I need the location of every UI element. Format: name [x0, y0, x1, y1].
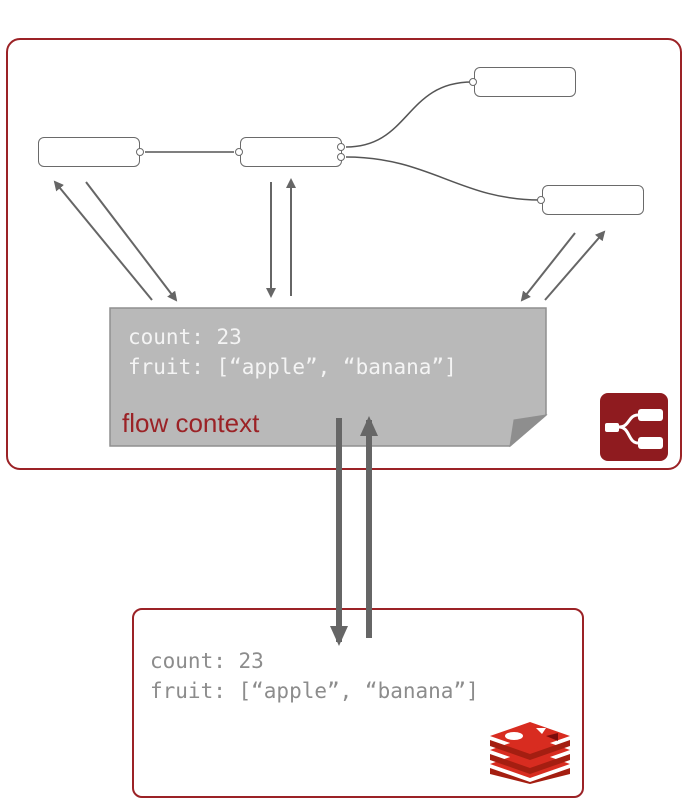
node-2-input-port[interactable]	[235, 148, 243, 156]
flow-node-2[interactable]	[240, 137, 342, 167]
flow-node-4[interactable]	[542, 185, 644, 215]
node-1-output-port[interactable]	[136, 148, 144, 156]
flow-context-values: count: 23 fruit: [“apple”, “banana”]	[128, 322, 457, 382]
wire-2-3	[345, 81, 473, 148]
arrow-node1-write	[85, 181, 178, 302]
arrow-node4-read	[544, 230, 606, 301]
node-3-input-port[interactable]	[469, 78, 477, 86]
flow-node-3[interactable]	[474, 67, 576, 97]
store-count: count: 23	[150, 649, 264, 673]
store-values: count: 23 fruit: [“apple”, “banana”]	[150, 646, 479, 706]
arrow-node1-read	[53, 180, 153, 301]
node-2-output-port-2[interactable]	[337, 153, 345, 161]
note-fold	[509, 414, 548, 448]
flow-node-1[interactable]	[38, 137, 140, 167]
node-4-input-port[interactable]	[537, 196, 545, 204]
redis-logo-icon	[490, 722, 570, 784]
node-red-logo-icon	[600, 393, 668, 461]
wire-2-4	[345, 156, 541, 201]
store-fruit: fruit: [“apple”, “banana”]	[150, 679, 479, 703]
flow-context-label: flow context	[122, 408, 260, 438]
flow-context-count: count: 23	[128, 325, 242, 349]
node-2-output-port-1[interactable]	[337, 143, 345, 151]
arrow-node4-write	[520, 232, 576, 302]
flow-context-fruit: fruit: [“apple”, “banana”]	[128, 355, 457, 379]
